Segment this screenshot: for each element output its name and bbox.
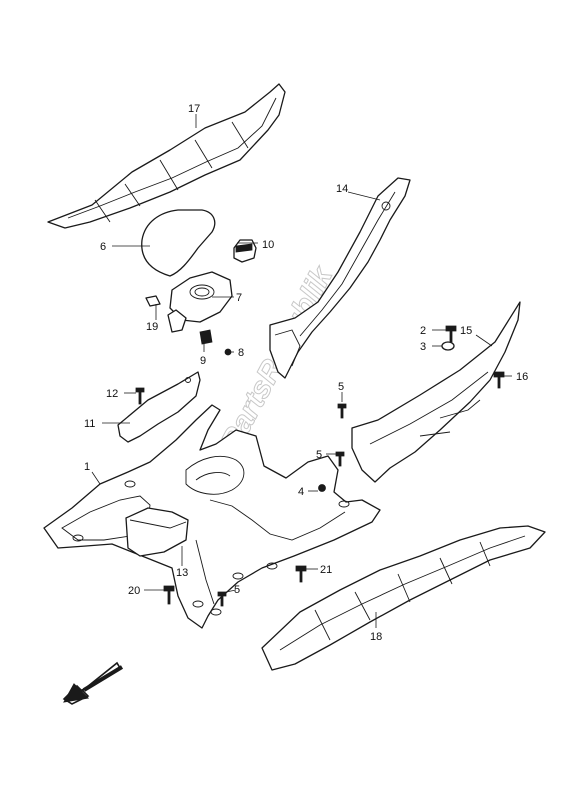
callout-3: 3 [420,341,426,353]
callout-8: 8 [238,347,244,359]
screw-5-upper [337,403,347,419]
callout-14: 14 [336,183,348,195]
callout-5-upper: 5 [338,381,344,393]
callout-1: 1 [84,461,90,473]
part-7-lid [167,271,233,333]
part-18-floor-mat-lower [261,525,546,671]
screw-16 [493,371,505,389]
callout-7: 7 [236,292,242,304]
part-14-side-panel [269,177,411,379]
callout-18: 18 [370,631,382,643]
callout-5-lower: 5 [234,584,240,596]
callout-19: 19 [146,321,158,333]
callout-10: 10 [262,239,274,251]
part-1-floor-board [43,404,381,629]
callout-4: 4 [298,486,304,498]
callouts: 17 6 10 7 19 8 9 14 2 15 3 16 12 11 5 5 … [84,103,528,643]
callout-12: 12 [106,388,118,400]
callout-16: 16 [516,371,528,383]
part-15-side-cover [351,301,521,483]
callout-13: 13 [176,567,188,579]
part-11-bracket [117,371,201,443]
callout-5-middle: 5 [316,449,322,461]
screw-5-middle [335,451,345,467]
callout-17: 17 [188,103,200,115]
screw-5-lower [217,591,227,607]
part-13-box [125,507,189,557]
part-9-clip [199,329,213,345]
part-19-clip [145,295,161,307]
arrow-down-left-icon [62,661,124,705]
screw-20 [163,585,175,605]
screw-12 [135,387,145,405]
part-6-pad [141,209,216,277]
nut-4 [318,484,326,492]
grommet-3 [441,341,455,351]
callout-20: 20 [128,585,140,597]
part-17-floor-mat-upper [47,83,286,229]
callout-11: 11 [84,418,95,430]
callout-15: 15 [460,325,472,337]
callout-6: 6 [100,241,106,253]
screw-21 [295,565,307,583]
callout-9: 9 [200,355,206,367]
screw-2 [445,325,457,343]
leader-lines [91,114,512,628]
part-10-cover [233,239,257,263]
callout-21: 21 [320,564,332,576]
callout-2: 2 [420,325,426,337]
